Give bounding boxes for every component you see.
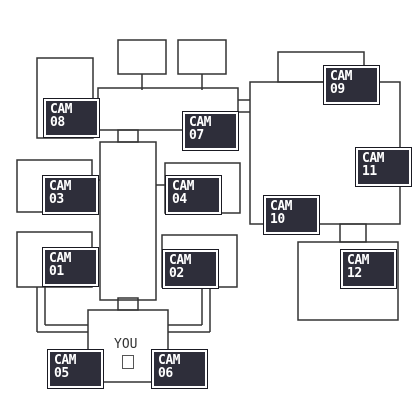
camera-number: 02 bbox=[169, 266, 184, 281]
camera-label: CAM bbox=[172, 179, 194, 194]
room-backstage bbox=[36, 57, 94, 139]
you-label: YOU bbox=[114, 337, 138, 352]
camera-number: 06 bbox=[158, 366, 173, 381]
camera-number: 03 bbox=[49, 192, 64, 207]
room-top-right bbox=[177, 39, 227, 75]
camera-number: 11 bbox=[362, 164, 377, 179]
camera-button-08[interactable]: CAM 08 bbox=[43, 98, 100, 138]
camera-label: CAM bbox=[330, 69, 352, 84]
camera-button-05[interactable]: CAM 05 bbox=[47, 349, 104, 389]
camera-label: CAM bbox=[49, 251, 71, 266]
camera-label: CAM bbox=[54, 353, 76, 368]
camera-number: 08 bbox=[50, 115, 65, 130]
camera-label: CAM bbox=[362, 151, 384, 166]
camera-button-03[interactable]: CAM 03 bbox=[42, 175, 99, 215]
camera-button-10[interactable]: CAM 10 bbox=[263, 195, 320, 235]
camera-label: CAM bbox=[347, 253, 369, 268]
camera-button-12[interactable]: CAM 12 bbox=[340, 249, 397, 289]
room-restrooms bbox=[297, 241, 399, 321]
camera-label: CAM bbox=[189, 115, 211, 130]
camera-number: 05 bbox=[54, 366, 69, 381]
camera-number: 01 bbox=[49, 264, 64, 279]
camera-button-09[interactable]: CAM 09 bbox=[323, 65, 380, 105]
camera-number: 12 bbox=[347, 266, 362, 281]
camera-button-06[interactable]: CAM 06 bbox=[151, 349, 208, 389]
camera-number: 10 bbox=[270, 212, 285, 227]
camera-label: CAM bbox=[50, 102, 72, 117]
camera-label: CAM bbox=[49, 179, 71, 194]
camera-number: 04 bbox=[172, 192, 187, 207]
camera-label: CAM bbox=[270, 199, 292, 214]
camera-button-04[interactable]: CAM 04 bbox=[165, 175, 222, 215]
room-top-left bbox=[117, 39, 167, 75]
camera-button-11[interactable]: CAM 11 bbox=[355, 147, 412, 187]
camera-button-07[interactable]: CAM 07 bbox=[182, 111, 239, 151]
camera-number: 09 bbox=[330, 82, 345, 97]
room-central-hall bbox=[99, 141, 157, 301]
camera-label: CAM bbox=[158, 353, 180, 368]
camera-label: CAM bbox=[169, 253, 191, 268]
player-marker bbox=[122, 355, 134, 369]
camera-button-02[interactable]: CAM 02 bbox=[162, 249, 219, 289]
camera-number: 07 bbox=[189, 128, 204, 143]
camera-button-01[interactable]: CAM 01 bbox=[42, 247, 99, 287]
